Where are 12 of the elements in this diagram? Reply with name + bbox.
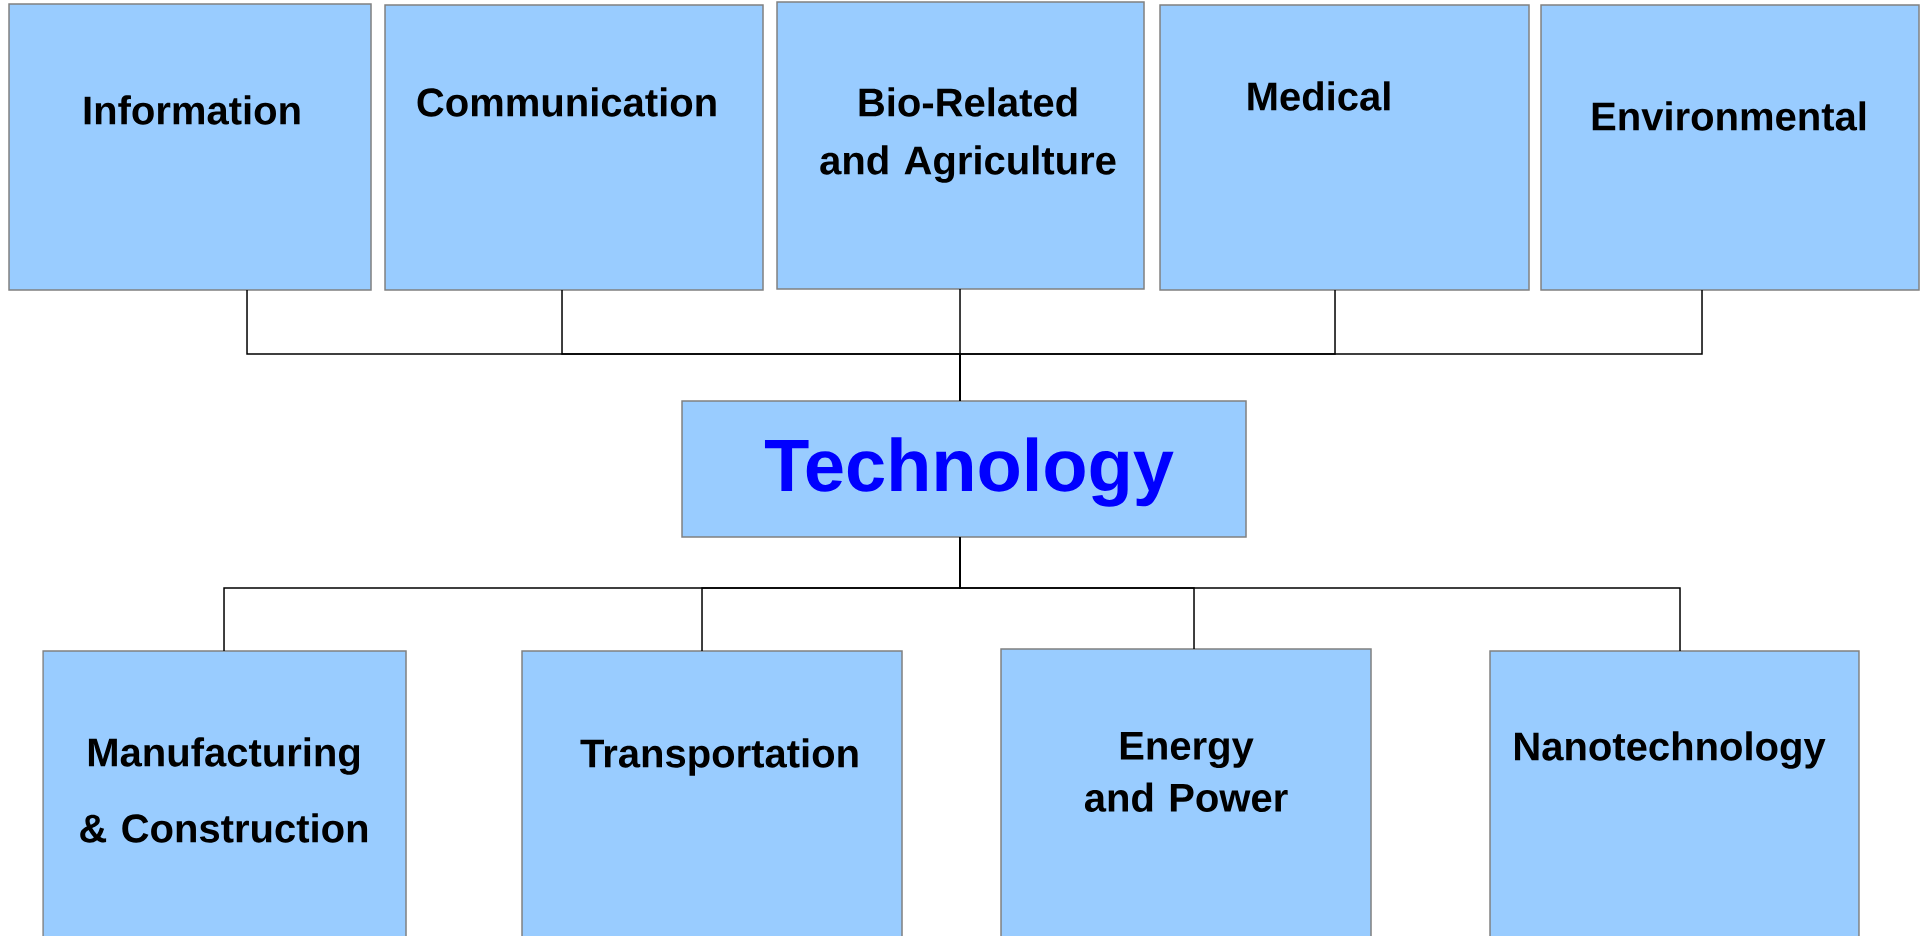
category-box: Medical bbox=[1159, 4, 1530, 291]
category-box: Information bbox=[8, 3, 372, 291]
category-box: Communication bbox=[384, 4, 764, 291]
connector-line bbox=[959, 289, 1703, 402]
category-box: Transportation bbox=[521, 650, 903, 936]
category-box: Bio-Related and Agriculture bbox=[776, 1, 1145, 290]
connector-line bbox=[959, 536, 1681, 652]
category-box: Technology bbox=[681, 400, 1247, 538]
category-box: Energy and Power bbox=[1000, 648, 1372, 936]
category-box: Nanotechnology bbox=[1489, 650, 1860, 936]
category-box: Manufacturing & Construction bbox=[42, 650, 407, 936]
category-box: Environmental bbox=[1540, 4, 1920, 291]
